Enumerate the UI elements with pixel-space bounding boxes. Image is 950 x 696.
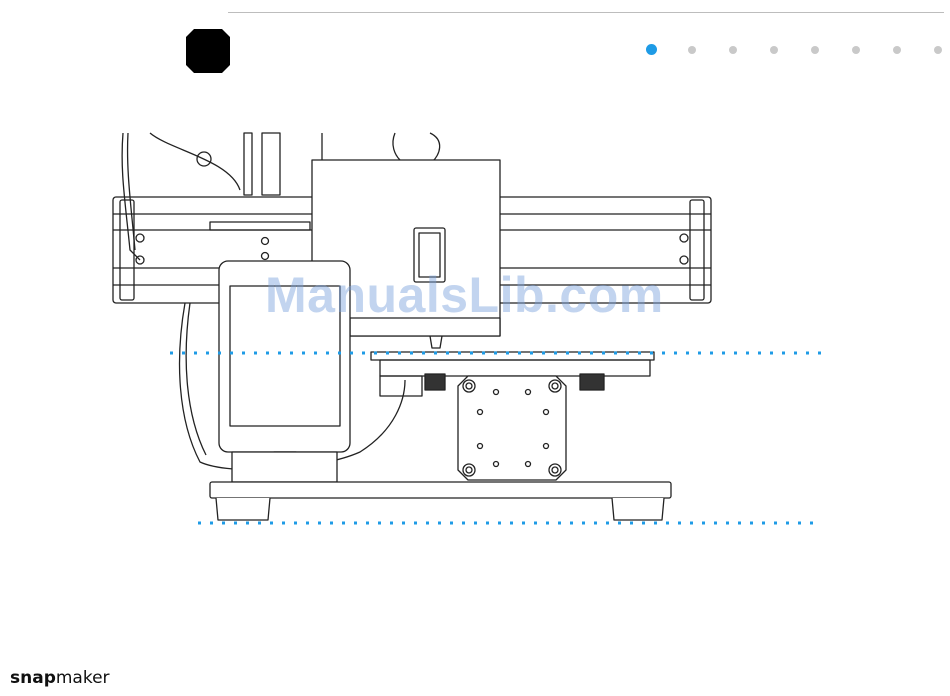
watermark: ManualsLib.com xyxy=(265,266,664,324)
brand-logo: snapmaker xyxy=(10,668,110,688)
stepper-motor xyxy=(458,376,566,480)
base xyxy=(210,482,671,520)
brand-logo-bold: snap xyxy=(10,668,56,688)
brand-logo-light: maker xyxy=(56,668,110,688)
